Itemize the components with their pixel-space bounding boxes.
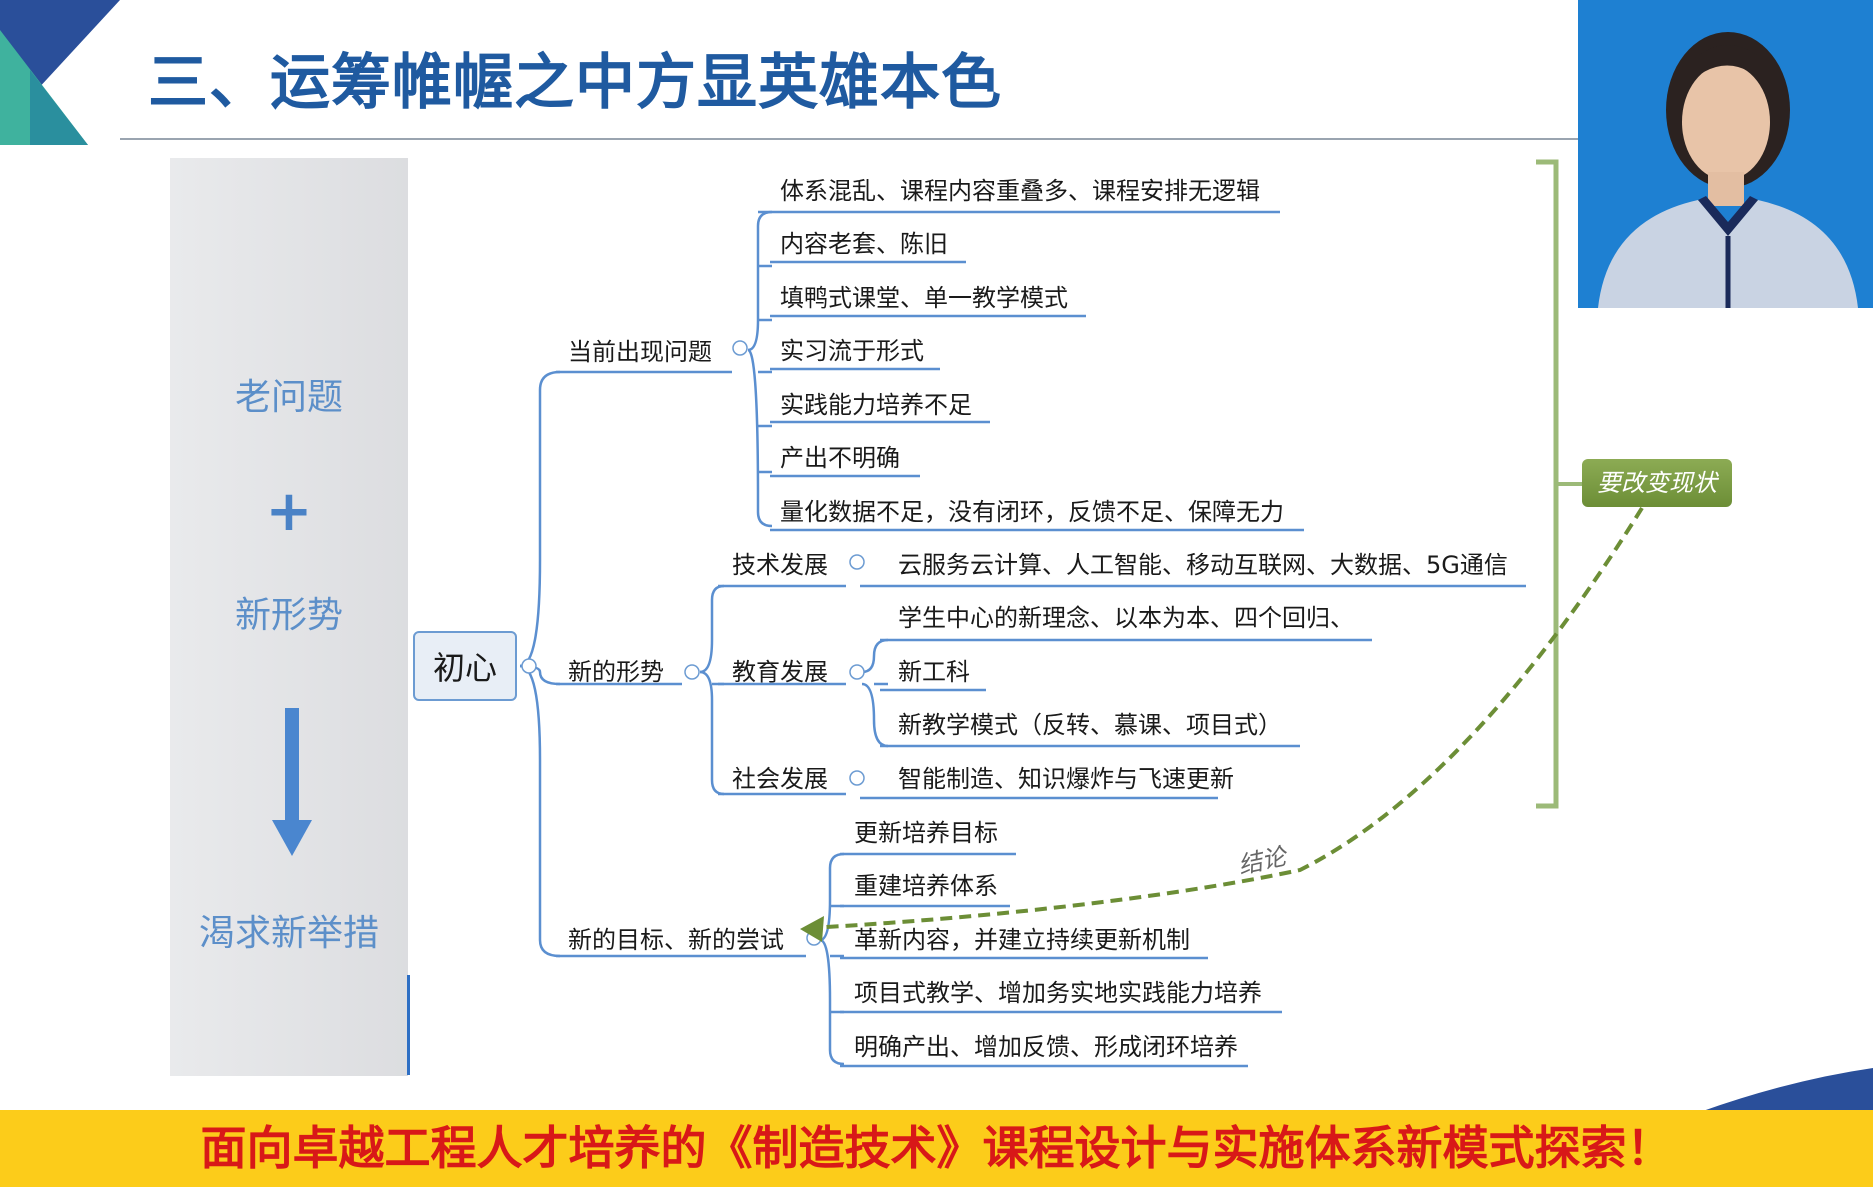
list-item[interactable]: 产出不明确: [780, 444, 900, 472]
plus-icon: +: [265, 479, 313, 544]
down-arrow-icon: [272, 708, 312, 856]
list-item[interactable]: 更新培养目标: [854, 819, 998, 847]
left-panel-new-measures: 渴求新举措: [198, 913, 379, 954]
list-item[interactable]: 学生中心的新理念、以本为本、四个回归、: [898, 604, 1354, 632]
mindmap-root[interactable]: 初心: [413, 631, 517, 701]
list-item[interactable]: 新教学模式（反转、慕课、项目式）: [898, 711, 1282, 739]
footer-banner-text: 面向卓越工程人才培养的《制造技术》课程设计与实施体系新模式探索！: [200, 1121, 1673, 1175]
bottom-right-decoration: [1700, 1068, 1873, 1112]
branch-current-problems[interactable]: 当前出现问题: [568, 338, 712, 366]
branch-new-goals[interactable]: 新的目标、新的尝试: [568, 926, 784, 954]
left-panel-edge: [407, 975, 410, 1075]
person-icon: [1578, 0, 1873, 308]
footer-banner: [0, 1110, 1873, 1187]
list-item[interactable]: 实践能力培养不足: [780, 391, 972, 419]
sub-branch-education[interactable]: 教育发展: [732, 658, 828, 686]
left-panel: [170, 158, 408, 1076]
list-item[interactable]: 重建培养体系: [854, 872, 998, 900]
left-panel-old-problems: 老问题: [234, 377, 343, 418]
list-item[interactable]: 明确产出、增加反馈、形成闭环培养: [854, 1033, 1238, 1061]
left-panel-new-situation: 新形势: [234, 595, 343, 636]
list-item[interactable]: 项目式教学、增加务实地实践能力培养: [854, 979, 1262, 1007]
page-title: 三、运筹帷幄之中方显英雄本色: [148, 48, 1002, 118]
sub-branch-tech[interactable]: 技术发展: [732, 551, 828, 579]
title-divider: [120, 138, 1580, 140]
list-item[interactable]: 实习流于形式: [780, 337, 924, 365]
list-item[interactable]: 体系混乱、课程内容重叠多、课程安排无逻辑: [780, 177, 1260, 205]
branch-new-situation[interactable]: 新的形势: [568, 658, 664, 686]
list-item[interactable]: 量化数据不足，没有闭环，反馈不足、保障无力: [780, 498, 1284, 526]
list-item[interactable]: 云服务云计算、人工智能、移动互联网、大数据、5G通信: [898, 551, 1508, 579]
mindmap-connectors: [519, 159, 1644, 1068]
list-item[interactable]: 智能制造、知识爆炸与飞速更新: [898, 765, 1234, 793]
list-item[interactable]: 革新内容，并建立持续更新机制: [854, 926, 1190, 954]
list-item[interactable]: 内容老套、陈旧: [780, 230, 948, 258]
speaker-photo: [1578, 0, 1873, 308]
list-item[interactable]: 填鸭式课堂、单一教学模式: [780, 284, 1068, 312]
list-item[interactable]: 新工科: [898, 658, 970, 686]
change-status-tag[interactable]: 要改变现状: [1582, 459, 1732, 507]
corner-decoration: [0, 0, 120, 145]
sub-branch-society[interactable]: 社会发展: [732, 765, 828, 793]
